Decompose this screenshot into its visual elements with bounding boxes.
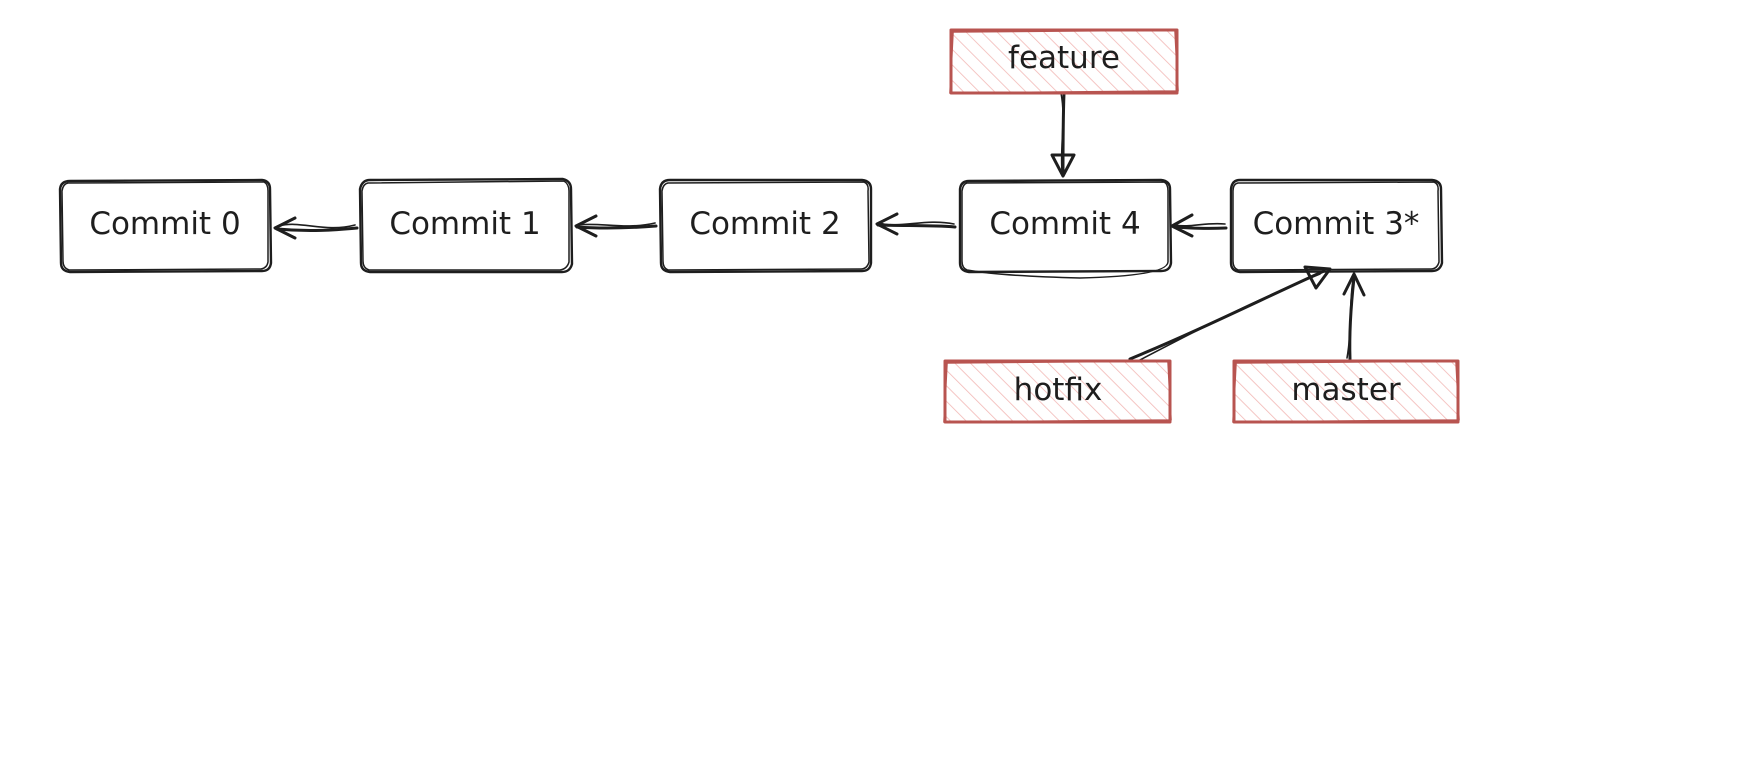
commit-label-2: Commit 2 <box>689 206 840 242</box>
branch-label-feature: feature <box>1008 40 1120 76</box>
commit-node-3: Commit 3* <box>1229 178 1444 274</box>
commit-label-1: Commit 1 <box>389 206 540 242</box>
branch-master: master <box>1232 359 1460 424</box>
branch-label-master: master <box>1291 372 1401 408</box>
edge-c2-to-c1 <box>574 214 658 238</box>
commit-label-0: Commit 0 <box>89 206 240 242</box>
edge-c4-to-c2 <box>875 212 957 236</box>
commit-node-0: Commit 0 <box>58 178 273 274</box>
commit-label-4: Commit 4 <box>989 206 1140 242</box>
edge-feature-to-c4 <box>1050 91 1076 178</box>
commit-node-2: Commit 2 <box>658 178 873 274</box>
branch-label-hotfix: hotfix <box>1014 372 1103 408</box>
branch-feature: feature <box>949 28 1179 95</box>
edge-master-to-c3 <box>1342 272 1366 361</box>
commit-node-4: Commit 4 <box>958 178 1173 279</box>
edge-c3-to-c4 <box>1170 213 1228 238</box>
edge-hotfix-to-c3 <box>1128 265 1332 363</box>
edge-c1-to-c0 <box>273 216 359 240</box>
commit-label-3: Commit 3* <box>1253 206 1420 242</box>
commit-node-1: Commit 1 <box>358 177 574 274</box>
branch-hotfix: hotfix <box>943 359 1172 424</box>
